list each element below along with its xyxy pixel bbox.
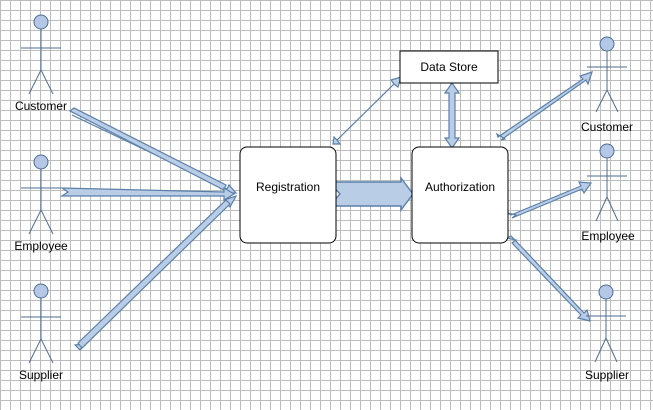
actor-left-supplier: Supplier	[19, 283, 63, 382]
actor-right-customer-label: Customer	[581, 120, 633, 134]
arrow-customer-to-registration-body	[68, 107, 227, 191]
actor-right-supplier: Supplier	[585, 284, 629, 382]
actor-icon	[21, 154, 61, 235]
arrow-registration-datastore	[332, 76, 402, 145]
actor-left-employee: Employee	[14, 154, 68, 253]
data-store-node: Data Store	[399, 50, 499, 84]
actor-icon	[21, 283, 61, 364]
actor-right-supplier-label: Supplier	[585, 368, 629, 382]
actor-icon	[587, 143, 627, 222]
registration-box	[239, 146, 337, 244]
registration-label: Registration	[256, 180, 320, 194]
authorization-label: Authorization	[425, 180, 495, 194]
arrow-authorization-to-right-employee	[507, 181, 593, 219]
actor-left-supplier-label: Supplier	[19, 368, 63, 382]
arrow-registration-to-authorization	[327, 175, 414, 213]
actor-right-employee: Employee	[581, 143, 635, 243]
authorization-node: Authorization	[411, 146, 509, 244]
actor-icon	[586, 284, 626, 363]
actor-icon	[587, 36, 627, 113]
actor-left-customer-label: Customer	[15, 99, 67, 113]
actor-right-employee-label: Employee	[581, 229, 635, 243]
arrow-datastore-authorization	[443, 81, 461, 150]
arrow-authorization-to-right-customer	[495, 71, 593, 141]
arrow-authorization-to-right-supplier	[505, 235, 591, 322]
arrow-supplier-to-registration-body	[77, 199, 231, 349]
actor-left-customer: Customer	[15, 14, 67, 113]
arrow-employee-to-registration	[59, 186, 236, 202]
actor-icon	[21, 14, 61, 95]
actor-left-employee-label: Employee	[14, 239, 68, 253]
data-store-label: Data Store	[420, 60, 478, 74]
actor-right-customer: Customer	[581, 36, 633, 134]
data-store-box	[399, 50, 499, 84]
arrow-customer-to-registration	[71, 114, 238, 194]
registration-node: Registration	[239, 146, 337, 244]
authorization-box	[411, 146, 509, 244]
